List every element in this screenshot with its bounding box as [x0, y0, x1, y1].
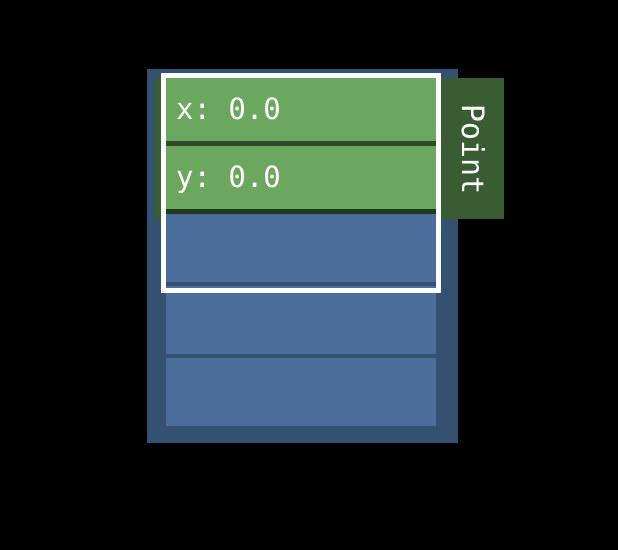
- field-row-y-text: y: 0.0: [176, 160, 281, 194]
- empty-row-2[interactable]: [166, 286, 436, 354]
- empty-row-1[interactable]: [166, 214, 436, 282]
- field-row-list: x: 0.0 y: 0.0: [166, 78, 436, 426]
- type-tab-label: Point: [454, 103, 489, 194]
- empty-row-3[interactable]: [166, 358, 436, 426]
- type-tab-point[interactable]: Point: [438, 78, 504, 219]
- field-row-y[interactable]: y: 0.0: [166, 146, 436, 214]
- field-row-x[interactable]: x: 0.0: [166, 78, 436, 146]
- field-row-x-text: x: 0.0: [176, 92, 281, 126]
